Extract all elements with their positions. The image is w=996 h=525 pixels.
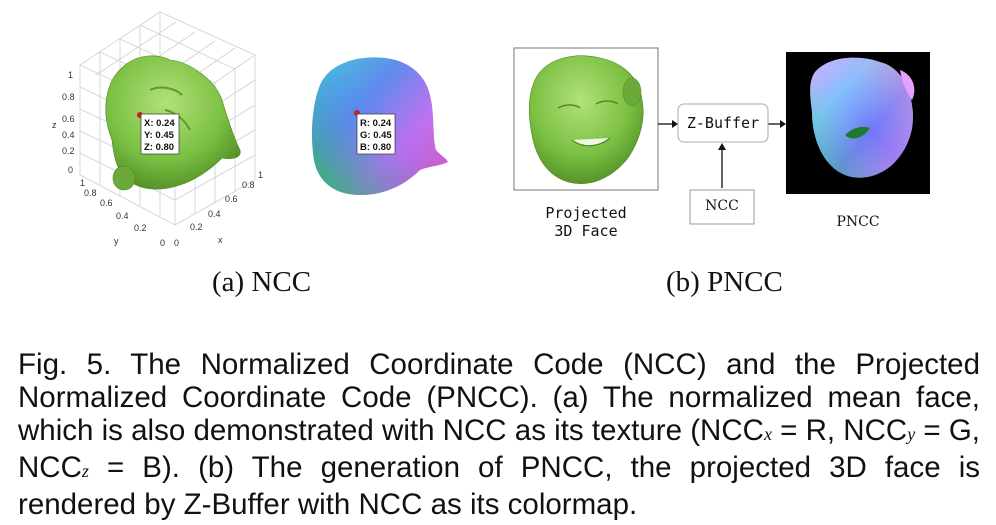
annotation-x: X: 0.24 (144, 118, 175, 129)
xyz-annotation: X: 0.24 Y: 0.45 Z: 0.80 (140, 113, 180, 155)
caption-part4: = B). (b) The generation of PNCC, the pr… (18, 451, 980, 521)
projected-face-label: Projected 3D Face (530, 204, 642, 240)
pncc-label: PNCC (836, 214, 880, 230)
x-tick: 0.6 (225, 194, 238, 204)
projected-face-box (513, 47, 659, 191)
z-tick: 0.2 (62, 146, 75, 156)
zbuffer-label: Z-Buffer (686, 114, 760, 132)
x-tick: 0.8 (242, 180, 255, 190)
x-tick: 1 (258, 170, 263, 180)
y-tick: 0.2 (134, 223, 147, 233)
z-tick: 0 (68, 165, 73, 175)
ncc-box (689, 189, 755, 225)
x-tick: 0.2 (190, 222, 203, 232)
annotation-y: Y: 0.45 (144, 130, 175, 141)
flow-arrows (658, 120, 786, 188)
annotation-g: G: 0.45 (360, 130, 392, 141)
y-axis-ticks: 1 0.8 0.6 0.4 0.2 0 y (80, 178, 165, 248)
subcaption-b: (b) PNCC (666, 266, 783, 298)
annotation-b: B: 0.80 (360, 142, 391, 153)
x-axis-label: x (218, 235, 223, 245)
ncc-label: NCC (705, 198, 739, 214)
rgb-annotation: R: 0.24 G: 0.45 B: 0.80 (356, 113, 396, 155)
z-axis-ticks: 1 0.8 0.6 0.4 0.2 0 z (52, 70, 75, 175)
y-tick: 0 (160, 238, 165, 248)
caption-part2: = R, NCC (771, 414, 908, 447)
projected-label-line2: 3D Face (554, 222, 618, 240)
y-tick: 0.6 (100, 198, 113, 208)
pncc-image (786, 52, 930, 194)
z-tick: 0.8 (62, 92, 75, 102)
z-tick: 1 (68, 70, 73, 80)
subcaption-a: (a) NCC (212, 266, 312, 298)
caption-sub-y: y (907, 424, 916, 444)
y-tick: 1 (80, 178, 85, 188)
x-axis-ticks: 1 0.8 0.6 0.4 0.2 0 x (174, 170, 263, 248)
caption-part3: = G, NCC (18, 414, 981, 484)
caption-sub-z: z (81, 461, 89, 481)
x-tick: 0.4 (208, 209, 221, 219)
annotation-z: Z: 0.80 (144, 142, 174, 153)
z-tick: 0.6 (62, 114, 75, 124)
zbuffer-box (677, 103, 769, 143)
figure-panels: 1 0.8 0.6 0.4 0.2 0 z 1 0.8 0.6 0.4 0.2 … (52, 11, 930, 248)
caption-sub-x: x (763, 424, 772, 444)
projected-label-line1: Projected (545, 204, 627, 222)
y-tick: 0.8 (84, 188, 97, 198)
caption-part1: Fig. 5. The Normalized Coordinate Code (… (18, 348, 980, 447)
z-axis-label: z (52, 120, 57, 130)
y-tick: 0.4 (116, 211, 129, 221)
y-axis-label: y (114, 236, 119, 246)
x-tick: 0 (174, 238, 179, 248)
z-tick: 0.4 (62, 130, 75, 140)
annotation-r: R: 0.24 (360, 118, 392, 129)
figure-caption: Fig. 5. The Normalized Coordinate Code (… (18, 348, 980, 521)
